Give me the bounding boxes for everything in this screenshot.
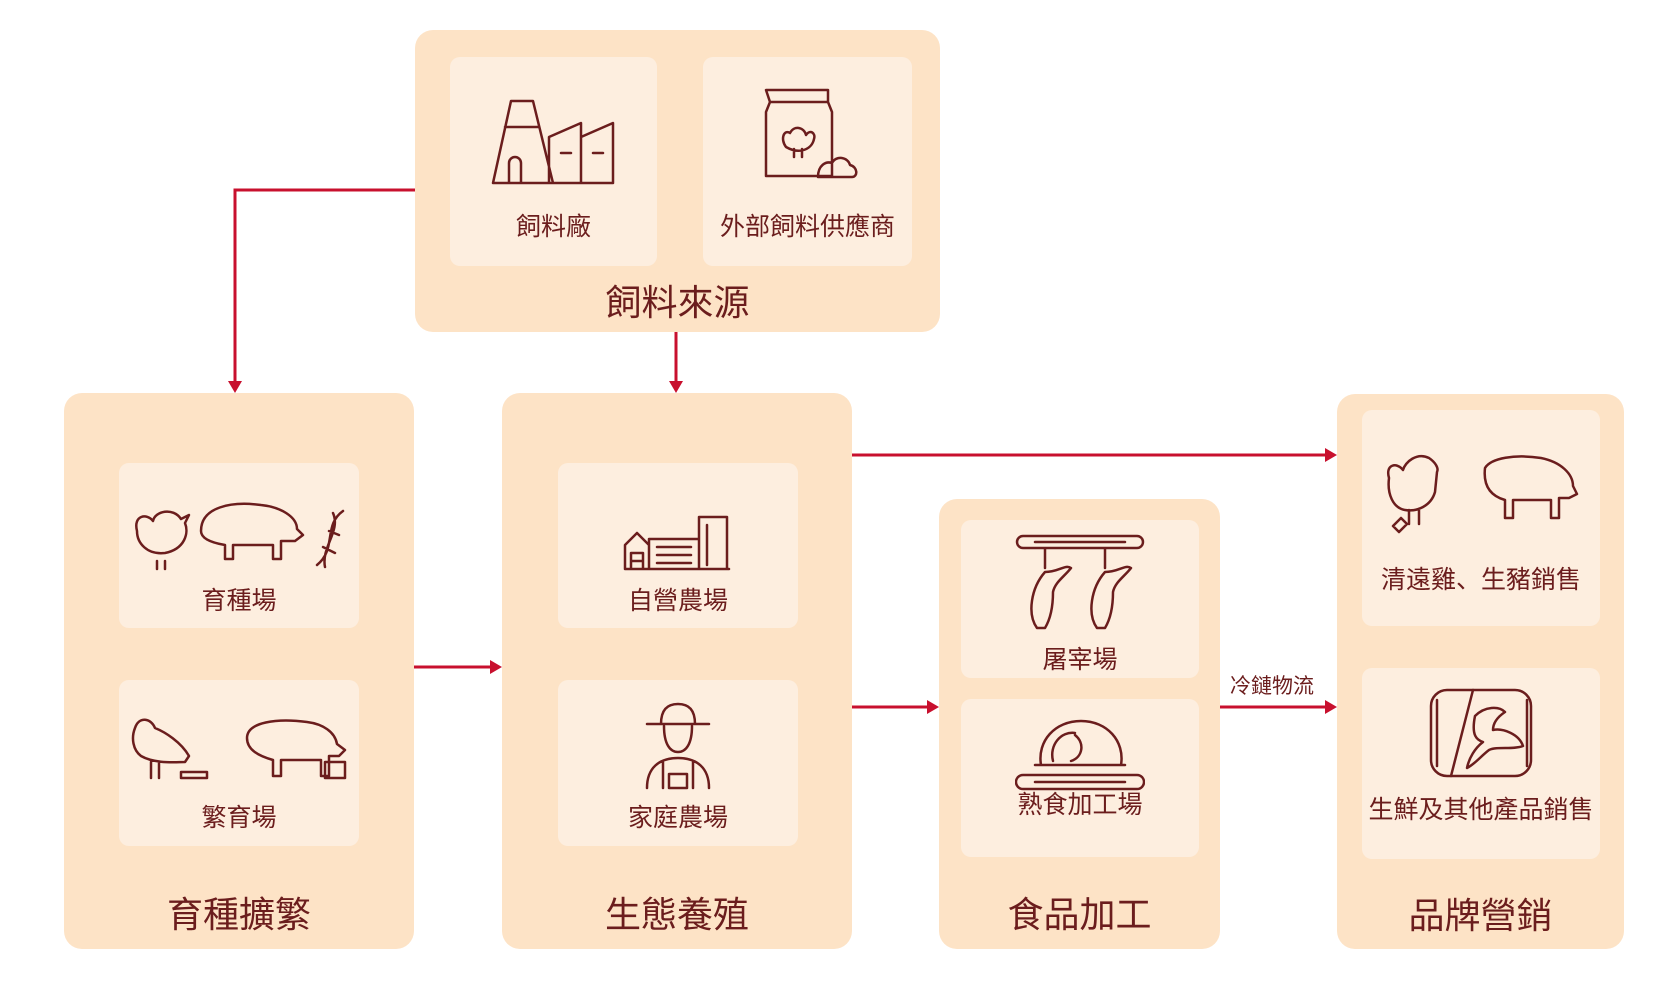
chicken-pig-dna-icon xyxy=(135,502,345,571)
feed-mill-label: 飼料廠 xyxy=(515,212,591,241)
eco-farming-card: 自營農場 家庭農場 生態養殖 xyxy=(502,393,852,949)
external-supplier-box: 外部飼料供應商 xyxy=(703,57,912,266)
chicken-pig-feeding-icon xyxy=(131,718,347,780)
feed-bag-icon xyxy=(764,88,857,179)
arrow-feed-to-breeding xyxy=(233,188,415,382)
feed-source-card: 飼料廠 外部飼料供應商 飼料來源 xyxy=(415,30,940,332)
brand-marketing-card: 清遠雞、生豬銷售 生鮮及其他產品銷售 品牌營銷 xyxy=(1337,394,1624,949)
farm-buildings-icon xyxy=(623,515,731,571)
multiplication-farm-box: 繁育場 xyxy=(119,680,359,846)
hanging-poultry-icon xyxy=(1015,534,1145,630)
external-supplier-label: 外部飼料供應商 xyxy=(719,212,895,241)
factory-icon xyxy=(491,99,614,185)
eco-farming-title: 生態養殖 xyxy=(604,895,749,936)
slaughterhouse-label: 屠宰場 xyxy=(1042,645,1118,674)
brand-marketing-title: 品牌營銷 xyxy=(1408,896,1553,937)
chicken-pig-sales-label: 清遠雞、生豬銷售 xyxy=(1380,565,1581,594)
chicken-pig-sales-box: 清遠雞、生豬銷售 xyxy=(1362,410,1600,626)
family-farm-box: 家庭農場 xyxy=(558,680,798,846)
breeding-card: 育種場 繁育場 育種擴繁 xyxy=(64,393,414,949)
farmer-icon xyxy=(645,702,711,790)
food-processing-card: 屠宰場 熟食加工場 食品加工 xyxy=(939,499,1220,949)
family-farm-label: 家庭農場 xyxy=(627,803,728,832)
multiplication-farm-label: 繁育場 xyxy=(201,803,277,832)
cold-chain-label: 冷鏈物流 xyxy=(1230,674,1314,698)
chicken-pig-tag-icon xyxy=(1386,454,1579,534)
own-farm-label: 自營農場 xyxy=(627,586,728,615)
fresh-products-sales-label: 生鮮及其他產品銷售 xyxy=(1368,795,1594,824)
feed-mill-box: 飼料廠 xyxy=(450,57,657,266)
own-farm-box: 自營農場 xyxy=(558,463,798,628)
breeding-farm-box: 育種場 xyxy=(119,463,359,628)
cooked-chicken-icon xyxy=(1015,719,1145,791)
breeding-title: 育種擴繁 xyxy=(166,895,311,936)
slaughterhouse-box: 屠宰場 xyxy=(961,520,1199,678)
breeding-farm-label: 育種場 xyxy=(201,586,277,615)
cooked-food-plant-box: 熟食加工場 xyxy=(961,699,1199,857)
food-processing-title: 食品加工 xyxy=(1007,895,1152,936)
fresh-products-sales-box: 生鮮及其他產品銷售 xyxy=(1362,668,1600,859)
feed-source-title: 飼料來源 xyxy=(605,283,750,324)
packaged-meat-icon xyxy=(1429,688,1533,778)
cooked-food-plant-label: 熟食加工場 xyxy=(1017,790,1143,819)
